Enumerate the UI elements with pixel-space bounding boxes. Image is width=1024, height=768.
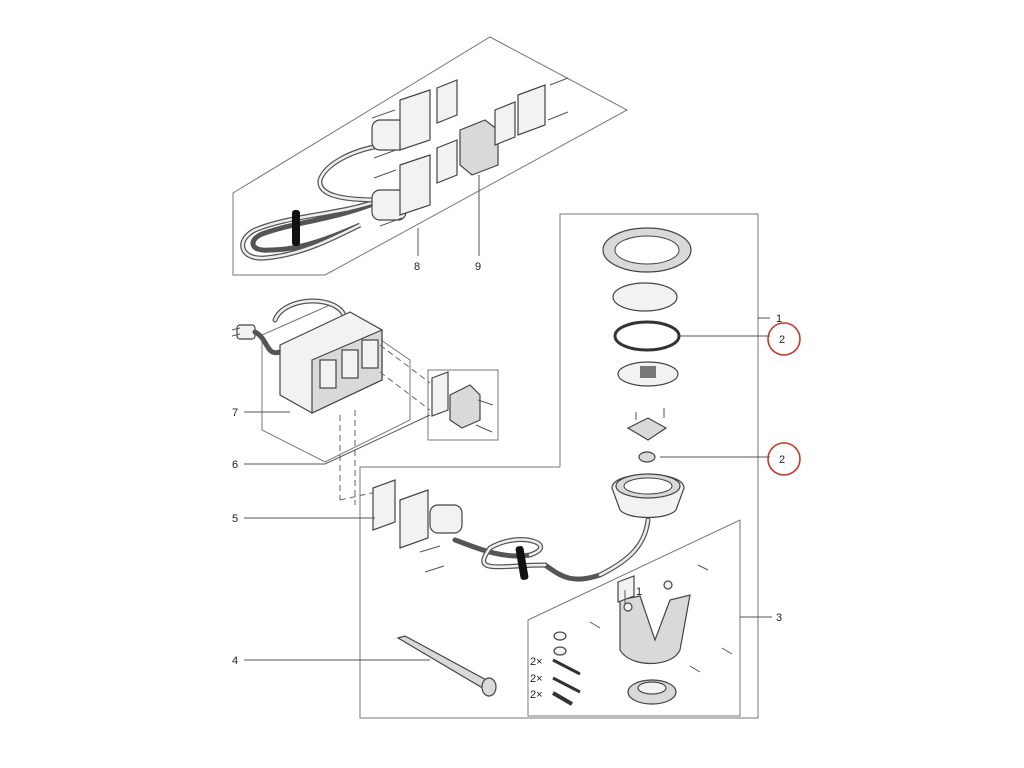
label-1: 1 — [776, 313, 782, 325]
mount-washer — [617, 575, 635, 603]
bracket-hole — [623, 602, 633, 612]
top-gasket-b — [436, 139, 458, 184]
screw — [721, 647, 733, 655]
screw — [689, 665, 701, 673]
reflector-center — [640, 366, 656, 378]
long-screw — [552, 658, 581, 676]
cover-ring-inner — [614, 235, 680, 265]
label-7: 7 — [232, 407, 238, 419]
washer — [553, 646, 567, 656]
top-gasket-c — [494, 101, 516, 146]
lamp-kit-frame — [359, 213, 759, 719]
highlight-circle-a — [767, 322, 801, 356]
coupler-part-9 — [459, 119, 499, 176]
dashed-guide — [339, 489, 386, 501]
bracket-hole — [663, 580, 673, 590]
socket-b — [341, 349, 359, 379]
label-4: 4 — [232, 655, 238, 667]
screw — [373, 169, 397, 179]
qty-label-1: 2× — [530, 656, 543, 668]
cable-tie — [292, 210, 300, 246]
label-3: 3 — [776, 612, 782, 624]
top-bracket-a — [399, 89, 431, 151]
label-2-upper: 2 — [779, 334, 785, 346]
label-5: 5 — [232, 513, 238, 525]
plug-pin — [231, 333, 241, 337]
leader-6 — [244, 414, 431, 465]
power-block-group: 7 6 — [231, 298, 499, 505]
label-9: 9 — [475, 261, 481, 273]
socket-a — [319, 359, 337, 389]
screw — [424, 565, 445, 573]
mount-bracket — [619, 594, 691, 665]
qty-label-3: 2× — [530, 689, 543, 701]
screw — [379, 217, 403, 227]
mount-kit-group: 1 2× 2× 2× 3 — [527, 519, 782, 717]
dashed-guide — [379, 371, 431, 411]
screw — [549, 77, 569, 86]
highlight-circle-b — [767, 442, 801, 476]
socket-c — [361, 339, 379, 369]
ground-spike-group: 4 — [232, 635, 497, 697]
power-plug — [236, 324, 256, 340]
bulb — [638, 451, 656, 463]
part-6-frame — [427, 369, 499, 441]
mount-kit-frame — [527, 519, 741, 717]
top-kit-frame — [232, 36, 629, 276]
screw — [419, 545, 441, 553]
top-end-cap — [517, 84, 546, 136]
gasket-part-6 — [431, 371, 449, 417]
gasket-part-5 — [372, 479, 396, 531]
housing-opening — [623, 477, 673, 495]
o-ring-seal — [613, 320, 681, 352]
top-coiled-cable — [240, 142, 388, 261]
base-plate-top — [637, 681, 667, 695]
screw — [477, 399, 494, 406]
glass-lens — [612, 282, 678, 312]
screw — [373, 149, 397, 159]
screw — [371, 109, 396, 119]
lamp-connector — [429, 504, 463, 534]
top-gasket-a — [436, 79, 458, 124]
qty-label-2: 2× — [530, 673, 543, 685]
label-2-lower: 2 — [779, 454, 785, 466]
plug-pin — [231, 327, 241, 331]
screw — [547, 111, 569, 121]
nut — [553, 631, 567, 641]
screw — [475, 424, 493, 433]
screw — [589, 621, 601, 629]
end-cap-part-6 — [449, 384, 481, 429]
top-kit-group: 8 9 — [232, 36, 629, 276]
label-6: 6 — [232, 459, 238, 471]
spike-head — [481, 677, 497, 697]
label-8: 8 — [414, 261, 420, 273]
lamp-socket — [626, 417, 668, 441]
lamp-cable-tie — [515, 546, 529, 580]
dashed-guide — [379, 344, 431, 384]
long-screw — [552, 676, 581, 694]
top-bracket-b — [399, 154, 431, 216]
screw — [697, 564, 709, 571]
ground-spike — [396, 635, 491, 691]
lamp-bracket — [399, 489, 429, 549]
lamp-kit-group: 1 2 2 5 — [232, 213, 801, 719]
wall-plug — [551, 691, 574, 706]
label-1-small: 1 — [636, 586, 642, 598]
